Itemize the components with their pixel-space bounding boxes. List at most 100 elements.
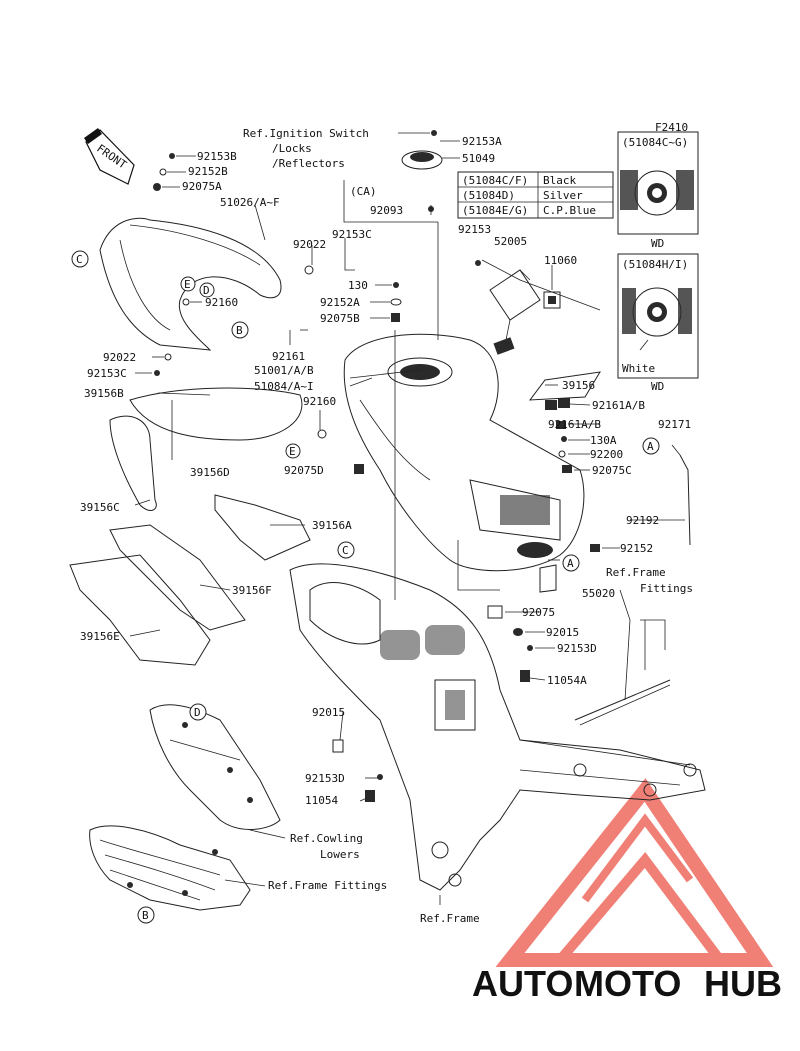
label-39156B: 39156B	[84, 387, 124, 400]
label-11054: 11054	[305, 794, 338, 807]
label-92153C-1: 92153C	[332, 228, 372, 241]
lower-cowling-inner	[149, 704, 281, 830]
ref-frame: Ref.Frame	[420, 912, 480, 925]
label-92160-1: 92160	[205, 296, 238, 309]
ref-labels: Ref.Ignition Switch /Locks /Reflectors R…	[243, 127, 693, 925]
ref-ignition-switch: Ref.Ignition Switch	[243, 127, 369, 140]
callout-e-2-label: E	[289, 445, 296, 458]
callout-c-2-label: C	[342, 544, 349, 557]
callout-c-1	[71, 250, 89, 268]
label-39156C: 39156C	[80, 501, 120, 514]
ref-cowling: Ref.Cowling	[290, 832, 363, 845]
label-92161AB-2: 92161A/B	[548, 418, 601, 431]
color-table-color-3: C.P.Blue	[543, 204, 596, 217]
label-92075: 92075	[522, 606, 555, 619]
cap-panel-1: (51084C~G) WD	[617, 131, 699, 250]
lower-cowling-outer	[89, 825, 251, 911]
cap-panel-2-header: (51084H/I)	[622, 258, 688, 271]
ref-frame-fittings-1: Ref.Frame	[606, 566, 666, 579]
color-table: (51084C/F) Black (51084D) Silver (51084E…	[457, 171, 614, 219]
callout-b-2-label: B	[142, 909, 149, 922]
label-11054A: 11054A	[547, 674, 587, 687]
ref-frame-fittings-low: Ref.Frame Fittings	[268, 879, 387, 892]
label-52005: 52005	[494, 235, 527, 248]
front-arrow-icon: FRONT	[84, 128, 135, 185]
label-92153B: 92153B	[197, 150, 237, 163]
color-table-part-2: (51084D)	[462, 189, 515, 202]
cap-panel-2-footer: WD	[651, 380, 664, 393]
callout-a-1-label: A	[647, 440, 654, 453]
label-92152B: 92152B	[188, 165, 228, 178]
color-table-part-1: (51084C/F)	[462, 174, 528, 187]
callout-c-1-label: C	[76, 253, 83, 266]
color-table-color-1: Black	[543, 174, 576, 187]
label-55020: 55020	[582, 587, 615, 600]
watermark-text: AUTO MOTO HUB	[472, 963, 782, 1004]
label-11060: 11060	[544, 254, 577, 267]
callout-a-2-label: A	[567, 557, 574, 570]
label-92093: 92093	[370, 204, 403, 217]
cap-panel-2: (51084H/I) White WD	[617, 253, 699, 393]
label-92075C: 92075C	[592, 464, 632, 477]
label-92161: 92161	[272, 350, 305, 363]
label-130A: 130A	[590, 434, 617, 447]
label-51001: 51001/A/B	[254, 364, 314, 377]
label-130: 130	[348, 279, 368, 292]
label-92075A: 92075A	[182, 180, 222, 193]
label-92015-2: 92015	[312, 706, 345, 719]
label-39156E: 39156E	[80, 630, 120, 643]
label-92075D: 92075D	[284, 464, 324, 477]
label-92153: 92153	[458, 223, 491, 236]
label-CA: (CA)	[350, 185, 377, 198]
label-39156A: 39156A	[312, 519, 352, 532]
label-92015-1: 92015	[546, 626, 579, 639]
callout-d-1-label: D	[203, 284, 210, 297]
cap-panel-1-footer: WD	[651, 237, 664, 250]
ref-frame-fittings-2: Fittings	[640, 582, 693, 595]
cap-panel-1-header: (51084C~G)	[622, 136, 688, 149]
label-39156D: 39156D	[190, 466, 230, 479]
color-table-part-3: (51084E/G)	[462, 204, 528, 217]
label-92161AB-1: 92161A/B	[592, 399, 645, 412]
label-39156F: 39156F	[232, 584, 272, 597]
label-92153A: 92153A	[462, 135, 502, 148]
ref-reflectors: /Reflectors	[272, 157, 345, 170]
watermark-moto: MOTO	[574, 963, 681, 1004]
cap-panel-2-white: White	[622, 362, 655, 375]
label-92022-1: 92022	[293, 238, 326, 251]
callouts: C E D B E A A C D B	[71, 250, 660, 924]
watermark-logo	[495, 778, 774, 967]
fuel-tank	[343, 333, 585, 572]
leader-lines	[129, 132, 685, 905]
label-92022-2: 92022	[103, 351, 136, 364]
callout-e-1-label: E	[184, 278, 191, 291]
label-92152A: 92152A	[320, 296, 360, 309]
watermark-auto: AUTO	[472, 963, 573, 1004]
ref-locks: /Locks	[272, 142, 312, 155]
label-92153D-1: 92153D	[557, 642, 597, 655]
label-92160-2: 92160	[303, 395, 336, 408]
main-frame	[289, 563, 706, 891]
label-92153C-2: 92153C	[87, 367, 127, 380]
fuel-pump	[489, 269, 561, 355]
watermark-hub: HUB	[704, 963, 782, 1004]
part-labels: 92153B 92152B 92075A 51026/A~F 92022 921…	[80, 135, 691, 807]
figure-code: F2410	[655, 121, 688, 134]
small-fasteners	[153, 130, 691, 802]
callout-b-1-label: B	[236, 324, 243, 337]
callout-d-2-label: D	[194, 706, 201, 719]
label-92192: 92192	[626, 514, 659, 527]
label-92153D-2: 92153D	[305, 772, 345, 785]
heat-shields	[69, 387, 311, 666]
label-92075B: 92075B	[320, 312, 360, 325]
label-39156: 39156	[562, 379, 595, 392]
label-51049: 51049	[462, 152, 495, 165]
fuel-cap	[401, 150, 443, 170]
side-cowling	[99, 217, 282, 351]
label-92200: 92200	[590, 448, 623, 461]
label-51026: 51026/A~F	[220, 196, 280, 209]
label-92171: 92171	[658, 418, 691, 431]
ref-cowling-lowers: Lowers	[320, 848, 360, 861]
